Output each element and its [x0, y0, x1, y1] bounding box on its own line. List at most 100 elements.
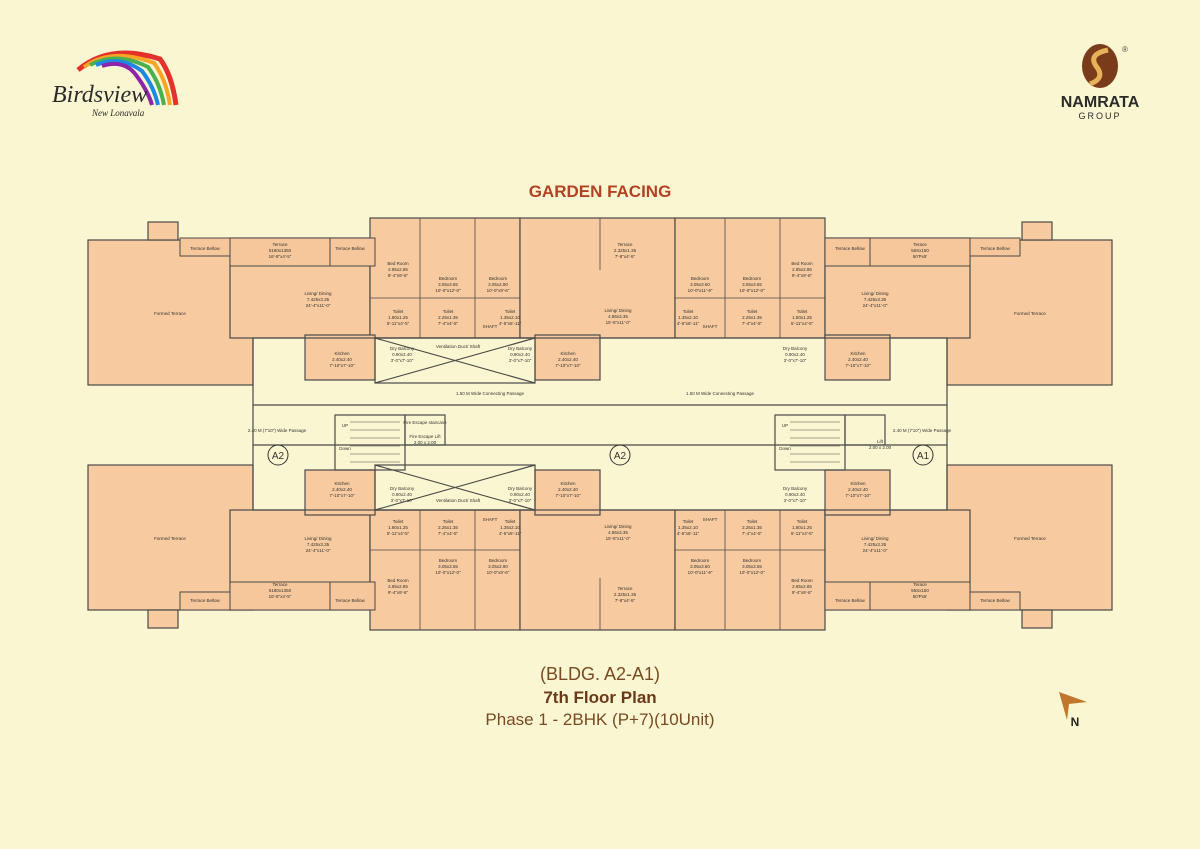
label-living-1-ft: 24'-4"x11'-0" [306, 303, 331, 308]
label-toilet-4: Toilet [683, 309, 694, 314]
label-shaft-1: SHAFT [483, 324, 498, 329]
label-kitchen-6-ft: 7'-10"x7'-10" [845, 493, 871, 498]
label-toilet-5-ft: 7'-4"x4'-5" [742, 321, 763, 326]
label-terrace-below-8: Terrace Bellow [835, 598, 865, 603]
label-connecting-passage-1: 1.50 M Wide Connecting Passage [456, 391, 525, 396]
label-living-1: Living/ Dining [304, 291, 332, 296]
label-bedroom-8-ft: 10'-0"x12'-0" [739, 570, 765, 575]
label-terrace-c-dim-b: 2.325x1.35 [614, 592, 637, 597]
label-toilet-1-dim: 1.80x1.25 [388, 315, 408, 320]
label-toilet-7-dim: 1.80x1.25 [388, 525, 408, 530]
label-kitchen-3: Kitchen [850, 351, 866, 356]
label-bed-room-2-ft: 9'-4"x9'-6" [792, 273, 813, 278]
flat-top-right-inner [674, 217, 826, 339]
label-bed-room-3-dim: 2.85x2.85 [388, 584, 408, 589]
label-formed-terrace-bl: Formed Terrace [154, 536, 186, 541]
label-toilet-9-dim: 1.35x2.10 [500, 525, 520, 530]
label-kitchen-3-dim: 2.40x2.40 [848, 357, 868, 362]
label-dry-balcony-6-dim: 0.90x2.40 [785, 492, 805, 497]
label-terrace-c-dim: 2.325x1.35 [614, 248, 637, 253]
label-shaft-4: SHAFT [703, 517, 718, 522]
garden-facing-heading: GARDEN FACING [528, 182, 672, 201]
label-kitchen-5-dim: 2.40x2.40 [558, 487, 578, 492]
label-terrace-a-b: Terrace [272, 582, 288, 587]
label-dry-balcony-2-ft: 3'-0"x7'-10" [509, 358, 532, 363]
label-bedroom-7-dim: 3.05x3.60 [690, 564, 710, 569]
label-living-6-dim: 4.86x3.35 [608, 530, 628, 535]
label-terrace-c: Terrace [617, 242, 633, 247]
label-toilet-10-dim: 1.35x2.10 [678, 525, 698, 530]
label-bedroom-5-dim: 3.05x3.65 [438, 564, 458, 569]
label-toilet-7-ft: 5'-11"x4'-5" [387, 531, 410, 536]
brand-name: Birdsview [52, 82, 147, 108]
label-terrace-a-ft-b: 16'-8"x4'-5" [269, 594, 292, 599]
label-bedroom-5: Bedroom [439, 558, 458, 563]
label-bed-room-1-dim: 2.85x2.85 [388, 267, 408, 272]
label-terrace-c-b: Terrace [617, 586, 633, 591]
label-ventilation-bottom: Ventilation Duct/ Shaft [436, 498, 481, 503]
label-living-2-dim: 7.425x3.35 [864, 297, 887, 302]
label-bedroom-6: Bedroom [489, 558, 508, 563]
formed-terrace-top-right [946, 239, 1113, 386]
label-dry-balcony-3-ft: 3'-0"x7'-10" [784, 358, 807, 363]
label-toilet-8-ft: 7'-4"x4'-5" [438, 531, 459, 536]
label-living-1-dim: 7.425x3.35 [307, 297, 330, 302]
label-dry-balcony-2: Dry Balcony [508, 346, 533, 351]
label-toilet-6: Toilet [797, 309, 808, 314]
label-kitchen-5-ft: 7'-10"x7'-10" [555, 493, 581, 498]
label-formed-terrace-br: Formed Terrace [1014, 536, 1046, 541]
label-lift: Lift [877, 439, 884, 444]
label-bedroom-6-dim: 3.05x2.90 [488, 564, 508, 569]
flat-top-centre [519, 217, 676, 339]
label-toilet-12-ft: 5'-11"x4'-5" [791, 531, 814, 536]
flat-bottom-left-inner [369, 509, 521, 631]
label-stair-down-2: Down [779, 446, 791, 451]
phase-caption: Phase 1 - 2BHK (P+7)(10Unit) [485, 710, 715, 729]
label-kitchen-1-dim: 2.40x2.40 [332, 357, 352, 362]
label-terrace-b-ft-b: 50'Px5' [913, 594, 928, 599]
label-kitchen-4: Kitchen [334, 481, 350, 486]
label-connecting-passage-2: 1.50 M Wide Connecting Passage [686, 391, 755, 396]
label-bed-room-2: Bed Room [791, 261, 813, 266]
label-living-2-ft: 24'-4"x11'-0" [863, 303, 888, 308]
label-kitchen-1-ft: 7'-10"x7'-10" [329, 363, 355, 368]
wing-label-a2-left: A2 [272, 451, 285, 462]
label-dry-balcony-6: Dry Balcony [783, 486, 808, 491]
label-shaft-2: SHAFT [703, 324, 718, 329]
label-dry-balcony-3: Dry Balcony [783, 346, 808, 351]
label-bedroom-4: Bedroom [743, 276, 762, 281]
flat-bottom-centre [519, 509, 676, 631]
label-toilet-11: Toilet [747, 519, 758, 524]
label-bedroom-1-ft: 10'-0"x12'-0" [435, 288, 461, 293]
label-toilet-1: Toilet [393, 309, 404, 314]
label-terrace-below-3: Terrace Bellow [980, 246, 1010, 251]
label-toilet-12-dim: 1.80x1.25 [792, 525, 812, 530]
label-bedroom-1: Bedroom [439, 276, 458, 281]
label-stair-down-1: Down [339, 446, 351, 451]
label-bed-room-4-ft: 9'-4"x9'-6" [792, 590, 813, 595]
label-dry-balcony-5-dim: 0.90x2.40 [510, 492, 530, 497]
label-bedroom-2-dim: 3.05x2.90 [488, 282, 508, 287]
label-living-6: Living/ Dining [604, 524, 632, 529]
label-toilet-1-ft: 5'-11"x4'-5" [387, 321, 410, 326]
label-terrace-a-dim: 5180x1350 [269, 248, 292, 253]
label-formed-terrace: Formed Terrace [154, 311, 186, 316]
label-dry-balcony-1-ft: 3'-0"x7'-10" [391, 358, 414, 363]
label-living-5-ft: 24'-4"x11'-0" [863, 548, 888, 553]
label-bedroom-4-ft: 10'-0"x12'-0" [739, 288, 765, 293]
label-dry-balcony-4-ft: 3'-0"x7'-10" [391, 498, 414, 503]
wing-label-a1: A1 [917, 451, 930, 462]
label-dry-balcony-1: Dry Balcony [390, 346, 415, 351]
label-kitchen-6: Kitchen [850, 481, 866, 486]
label-living-2: Living/ Dining [861, 291, 889, 296]
flat-top-left-inner [369, 217, 521, 339]
label-kitchen-3-ft: 7'-10"x7'-10" [845, 363, 871, 368]
label-bed-room-3: Bed Room [387, 578, 409, 583]
label-bedroom-7: Bedroom [691, 558, 710, 563]
label-terrace-b-dim-b: 55Sx150 [911, 588, 929, 593]
label-dry-balcony-4: Dry Balcony [390, 486, 415, 491]
label-fire-escape-staircase: Fire Escape staircase [403, 420, 447, 425]
label-toilet-10-ft: 4'-5"x6'-11" [677, 531, 700, 536]
label-terrace-below-5: Terrace Bellow [190, 598, 220, 603]
label-toilet-12: Toilet [797, 519, 808, 524]
